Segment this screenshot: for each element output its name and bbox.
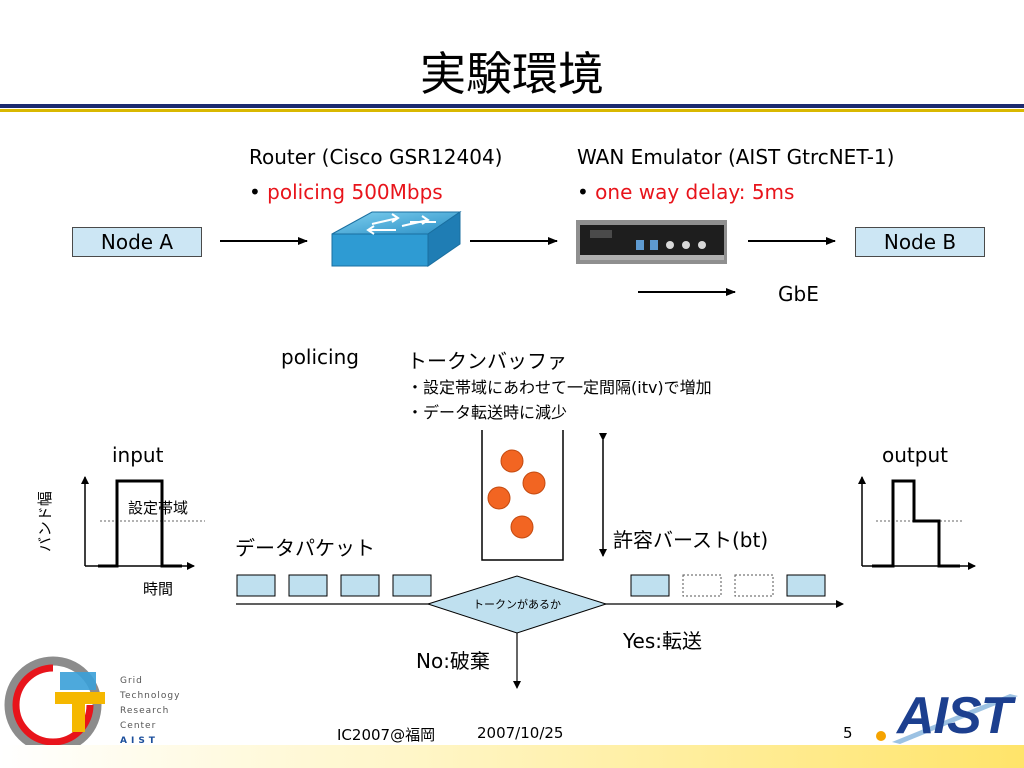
aist-logo-text: AIST bbox=[897, 687, 1012, 745]
page-number: 5 bbox=[843, 724, 853, 742]
dropped-packet-2 bbox=[734, 574, 774, 597]
token-bucket-line2: ・データ転送時に減少 bbox=[407, 403, 568, 422]
token-2 bbox=[522, 471, 546, 495]
footer-date: 2007/10/25 bbox=[477, 724, 564, 742]
input-packet-4 bbox=[392, 574, 432, 597]
router-detail: • policing 500Mbps bbox=[249, 180, 443, 204]
decision-label: トークンがあるか bbox=[473, 598, 561, 611]
token-4 bbox=[510, 515, 534, 539]
footer-conference: IC2007@福岡 bbox=[337, 726, 436, 744]
token-bucket bbox=[481, 430, 564, 561]
wan-delay-text: one way delay: 5ms bbox=[595, 180, 795, 204]
grc-logo-text: Grid Technology Research Center AIST bbox=[120, 674, 180, 749]
token-bucket-title: トークンバッファ bbox=[407, 349, 567, 373]
grc-logo-line-4: Center bbox=[120, 721, 157, 731]
aist-logo-icon bbox=[876, 694, 1018, 744]
wan-emulator-device bbox=[576, 220, 727, 264]
grc-logo bbox=[4, 656, 105, 754]
dropped-packet-1 bbox=[682, 574, 722, 597]
input-graph bbox=[81, 476, 205, 570]
burst-label: 許容バースト(bt) bbox=[613, 528, 769, 552]
node-a-box: Node A bbox=[72, 227, 202, 257]
wan-label: WAN Emulator (AIST GtrcNET-1) bbox=[577, 145, 895, 169]
output-graph bbox=[858, 476, 976, 570]
input-label: input bbox=[112, 443, 164, 467]
router-icon bbox=[331, 211, 462, 267]
node-b-box: Node B bbox=[855, 227, 985, 257]
footer-bar bbox=[0, 745, 1024, 768]
gbe-label: GbE bbox=[778, 282, 819, 306]
decision-diamond bbox=[426, 575, 608, 634]
data-packet-label: データパケット bbox=[235, 536, 375, 560]
yes-label: Yes:転送 bbox=[623, 629, 703, 653]
title-rule-navy bbox=[0, 104, 1024, 108]
grc-logo-line-1: Grid bbox=[120, 676, 143, 686]
router-policing-text: policing 500Mbps bbox=[267, 180, 443, 204]
input-packet-3 bbox=[340, 574, 380, 597]
token-1 bbox=[500, 449, 524, 473]
input-packet-1 bbox=[236, 574, 276, 597]
setting-band-label: 設定帯域 bbox=[128, 499, 189, 517]
title-rule-gold bbox=[0, 109, 1024, 112]
token-bucket-line1: ・設定帯域にあわせて一定間隔(itv)で増加 bbox=[407, 378, 712, 397]
input-packet-2 bbox=[288, 574, 328, 597]
time-axis-label: 時間 bbox=[143, 580, 174, 598]
output-packet-1 bbox=[630, 574, 670, 597]
page-title: 実験環境 bbox=[420, 47, 604, 101]
no-label: No:破棄 bbox=[416, 649, 490, 673]
token-3 bbox=[487, 486, 511, 510]
output-label: output bbox=[882, 443, 948, 467]
router-bullet: • bbox=[249, 180, 261, 204]
grc-logo-line-3: Research bbox=[120, 706, 170, 716]
grc-logo-line-2: Technology bbox=[120, 691, 181, 701]
output-packet-2 bbox=[786, 574, 826, 597]
wan-detail: • one way delay: 5ms bbox=[577, 180, 794, 204]
policing-label: policing bbox=[281, 345, 359, 369]
router-label: Router (Cisco GSR12404) bbox=[249, 145, 503, 169]
wan-bullet: • bbox=[577, 180, 589, 204]
grc-logo-org: AIST bbox=[120, 736, 159, 746]
